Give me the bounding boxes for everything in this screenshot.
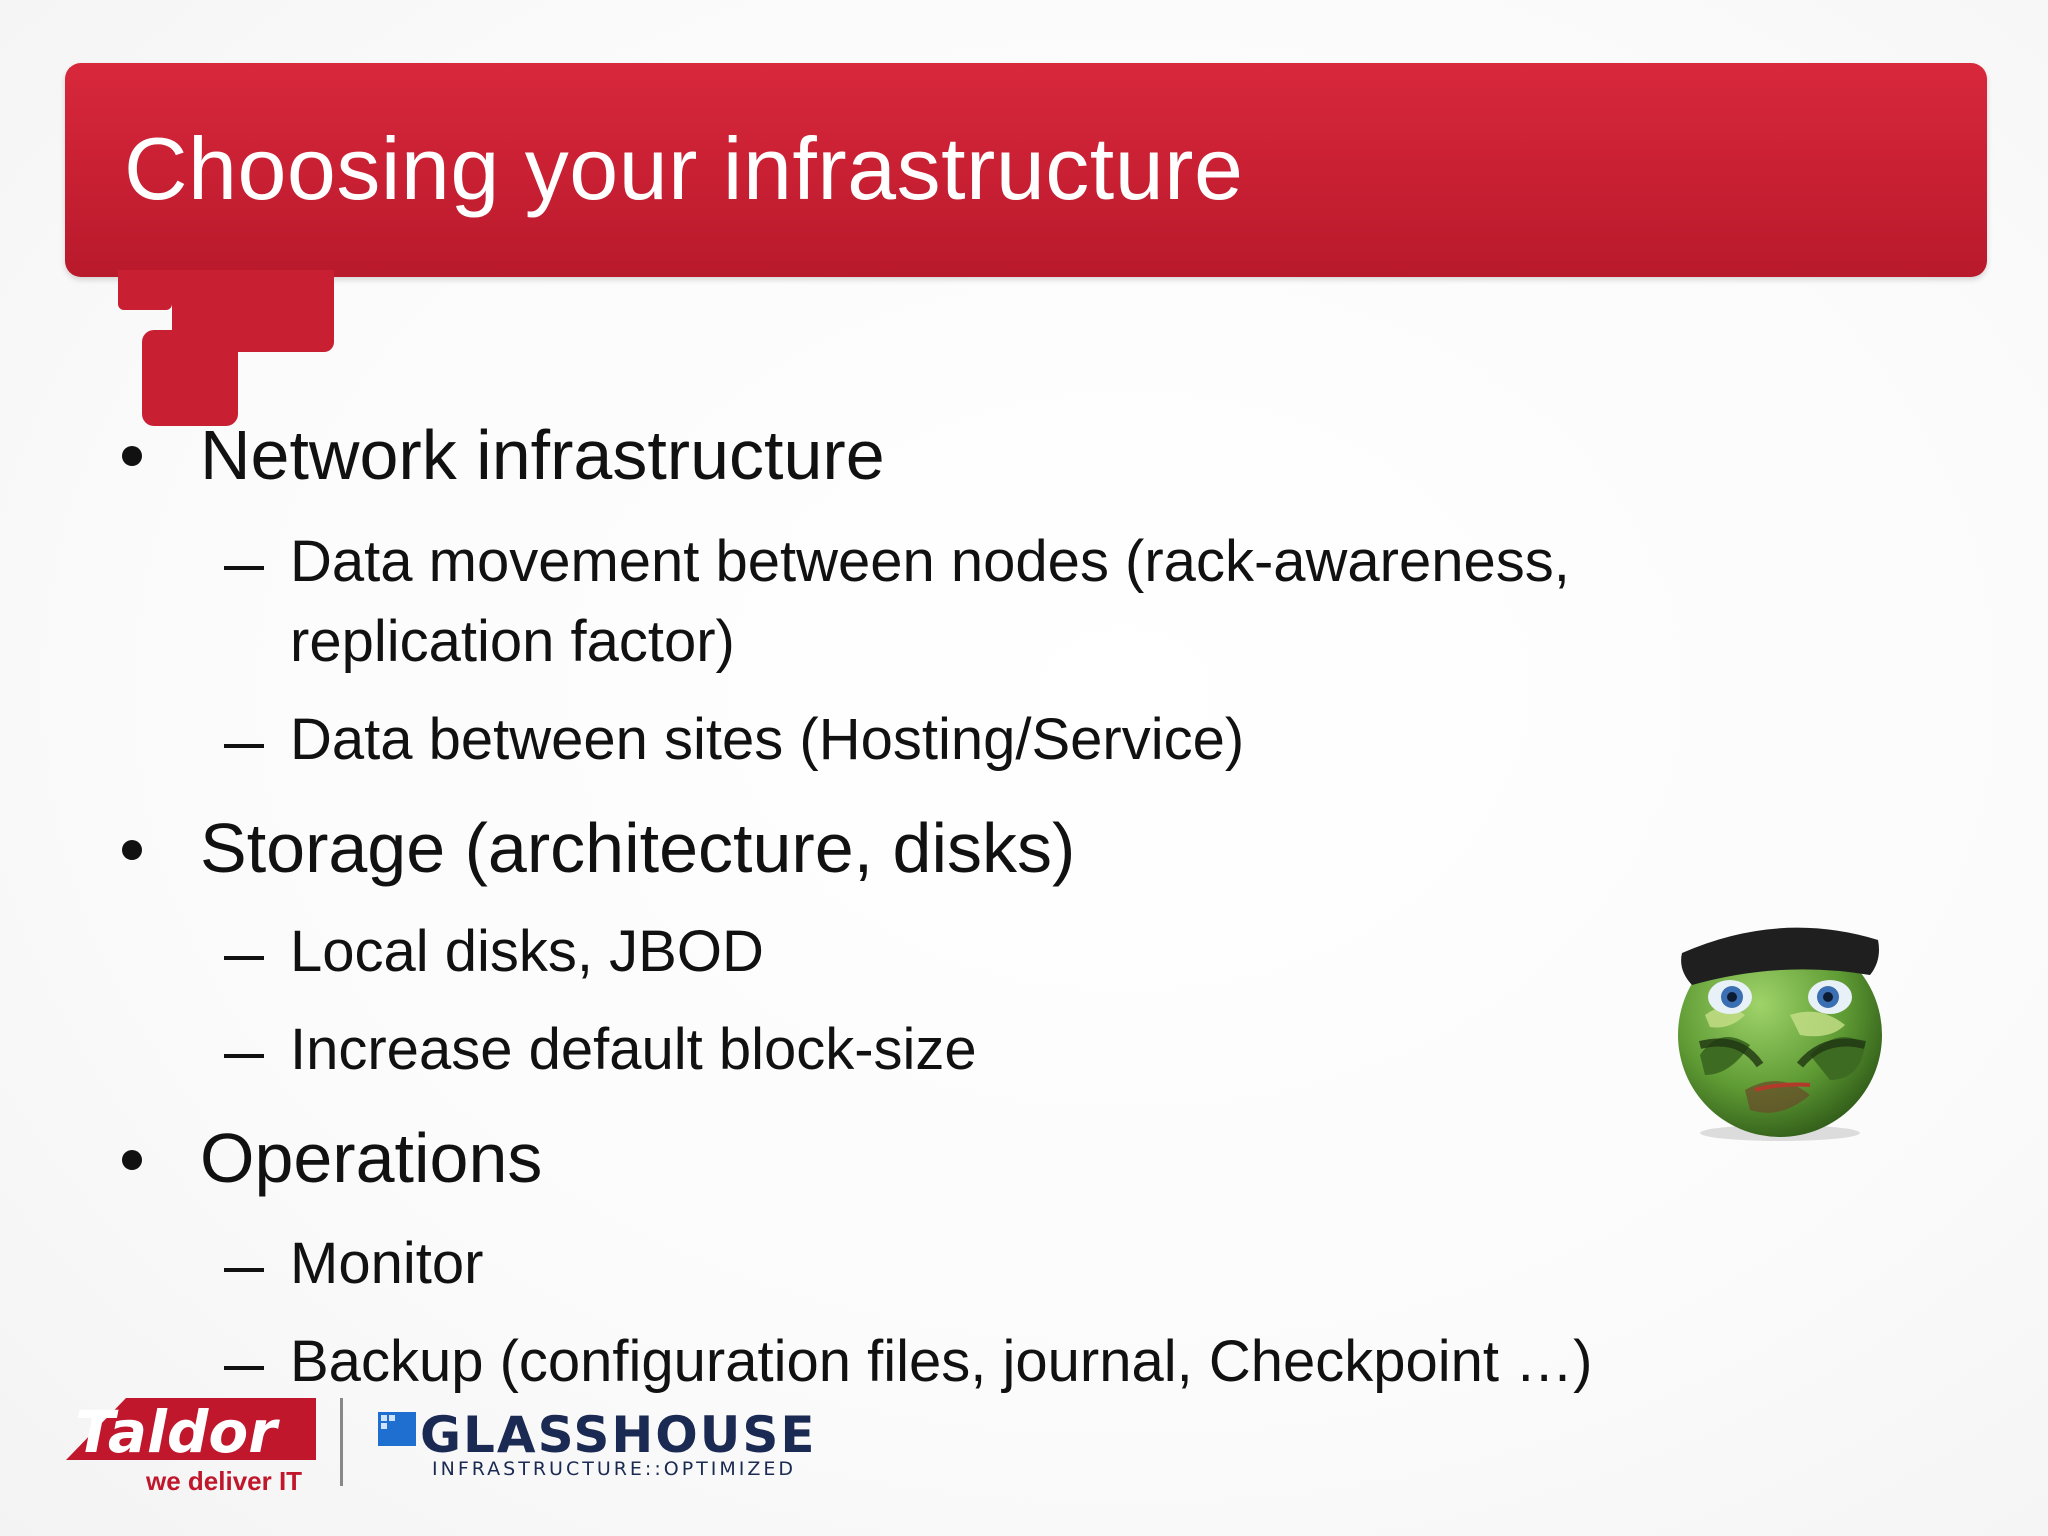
sub-bullet-local-disks: Local disks, JBOD (290, 919, 764, 984)
bullet-storage: Storage (architecture, disks) (200, 809, 1076, 887)
sub-bullet-dash (224, 1366, 264, 1370)
title-banner (65, 63, 1987, 277)
sub-bullet-data-between-sites: Data between sites (Hosting/Service) (290, 707, 1245, 772)
banner-decoration (118, 270, 172, 310)
taldor-logo: Taldor (66, 1398, 316, 1466)
sub-bullet-data-movement: Data movement between nodes (rack-awaren… (290, 529, 1570, 594)
bullet-dot (122, 1150, 142, 1170)
logo-divider (340, 1398, 343, 1486)
bullet-network-infrastructure: Network infrastructure (200, 416, 885, 494)
banner-decoration (142, 330, 238, 426)
sub-bullet-dash (224, 1054, 264, 1058)
bullet-operations: Operations (200, 1119, 543, 1197)
camouflage-smiley-icon (1678, 927, 1882, 1141)
sub-bullet-monitor: Monitor (290, 1231, 484, 1296)
bullet-dot (122, 840, 142, 860)
taldor-tagline: we deliver IT (146, 1466, 303, 1496)
sub-bullet-dash (224, 566, 264, 570)
sub-bullet-dash (224, 956, 264, 960)
sub-bullet-dash (224, 1268, 264, 1272)
bullet-dot (122, 446, 142, 466)
sub-bullet-dash (224, 744, 264, 748)
glasshouse-tagline: INFRASTRUCTURE::OPTIMIZED (432, 1458, 797, 1480)
glasshouse-mark-icon (378, 1412, 416, 1446)
sub-bullet-backup: Backup (configuration files, journal, Ch… (290, 1329, 1593, 1394)
sub-bullet-data-movement-cont: replication factor) (290, 609, 735, 674)
glasshouse-logo: GLASSHOUSE (420, 1406, 817, 1464)
slide-title: Choosing your infrastructure (124, 119, 1244, 218)
sub-bullet-block-size: Increase default block-size (290, 1017, 977, 1082)
svg-text:Taldor: Taldor (75, 1398, 280, 1466)
